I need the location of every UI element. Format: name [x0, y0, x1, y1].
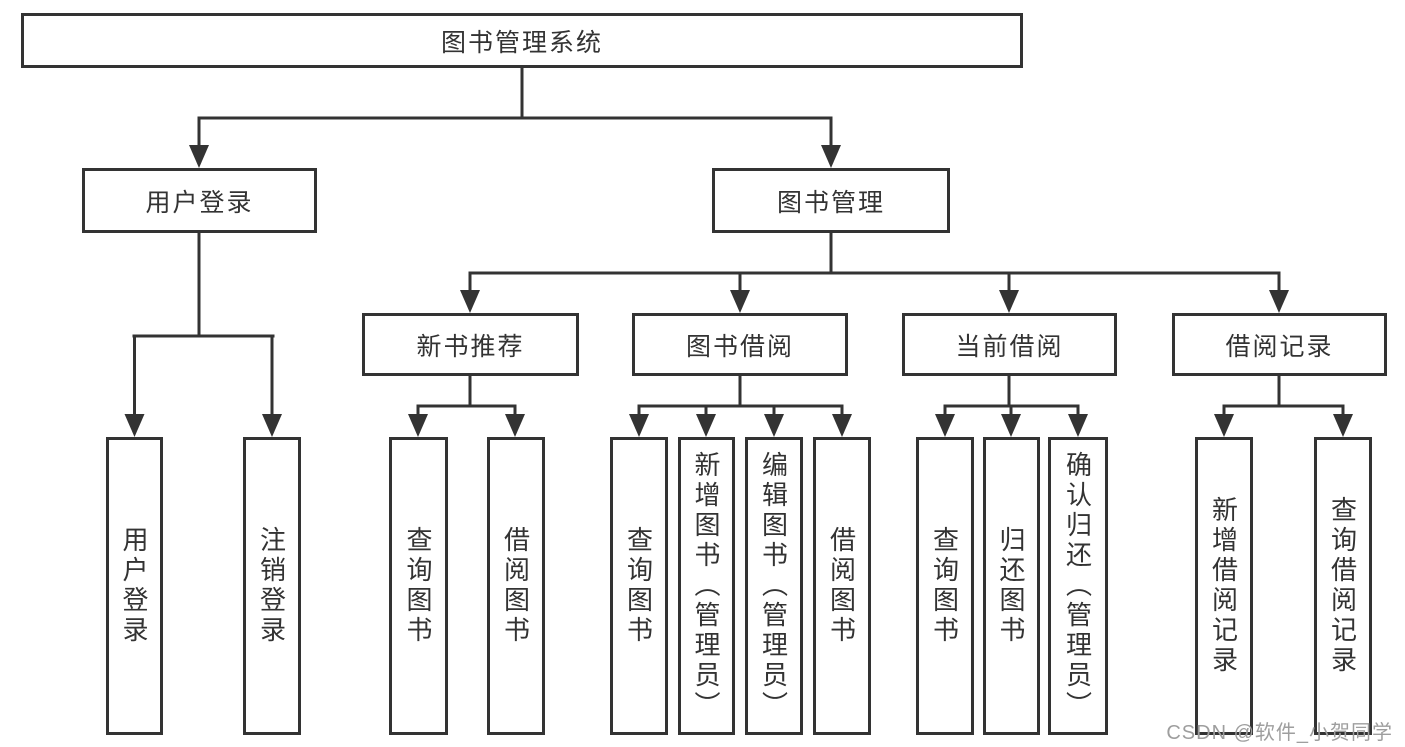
leaf-borrow-search-label: 查询图书	[623, 526, 654, 646]
leaf-newbook-borrow-label: 借阅图书	[500, 526, 531, 646]
node-book-management: 图书管理	[712, 168, 950, 233]
node-user-login: 用户登录	[82, 168, 317, 233]
leaf-record-search-label: 查询借阅记录	[1327, 496, 1358, 676]
node-book-borrow-label: 图书借阅	[685, 332, 794, 361]
node-book-borrow: 图书借阅	[632, 313, 848, 376]
leaf-record-add-label: 新增借阅记录	[1208, 496, 1239, 676]
node-borrow-records-label: 借阅记录	[1225, 332, 1334, 361]
leaf-borrow-add-admin: 新增图书（管理员）	[678, 437, 735, 735]
leaf-logout-label: 注销登录	[256, 526, 287, 646]
leaf-borrow-edit-admin: 编辑图书（管理员）	[745, 437, 803, 735]
watermark: CSDN @软件_小贺同学	[1166, 722, 1393, 744]
leaf-borrow-edit-admin-label: 编辑图书（管理员）	[758, 451, 789, 721]
leaf-newbook-search: 查询图书	[389, 437, 448, 735]
leaf-current-confirm-admin: 确认归还（管理员）	[1048, 437, 1108, 735]
node-user-login-label: 用户登录	[145, 188, 254, 217]
leaf-logout: 注销登录	[243, 437, 301, 735]
leaf-current-return-label: 归还图书	[996, 526, 1026, 646]
node-new-book-recommend: 新书推荐	[362, 313, 579, 376]
leaf-user-login: 用户登录	[106, 437, 163, 735]
node-borrow-records: 借阅记录	[1172, 313, 1387, 376]
node-root: 图书管理系统	[21, 13, 1023, 68]
leaf-current-search: 查询图书	[916, 437, 974, 735]
leaf-borrow-borrow-label: 借阅图书	[826, 526, 857, 646]
leaf-newbook-borrow: 借阅图书	[487, 437, 545, 735]
leaf-user-login-label: 用户登录	[119, 526, 149, 646]
leaf-current-search-label: 查询图书	[929, 526, 960, 646]
node-current-borrow-label: 当前借阅	[955, 332, 1064, 361]
leaf-current-confirm-admin-label: 确认归还（管理员）	[1062, 451, 1093, 721]
leaf-borrow-add-admin-label: 新增图书（管理员）	[691, 451, 721, 721]
node-book-management-label: 图书管理	[776, 188, 885, 217]
leaf-borrow-borrow: 借阅图书	[813, 437, 871, 735]
leaf-record-add: 新增借阅记录	[1195, 437, 1253, 735]
leaf-record-search: 查询借阅记录	[1314, 437, 1372, 735]
node-root-label: 图书管理系统	[440, 28, 603, 57]
node-current-borrow: 当前借阅	[902, 313, 1117, 376]
leaf-current-return: 归还图书	[983, 437, 1040, 735]
leaf-borrow-search: 查询图书	[610, 437, 668, 735]
node-new-book-recommend-label: 新书推荐	[416, 332, 525, 361]
leaf-newbook-search-label: 查询图书	[403, 526, 433, 646]
